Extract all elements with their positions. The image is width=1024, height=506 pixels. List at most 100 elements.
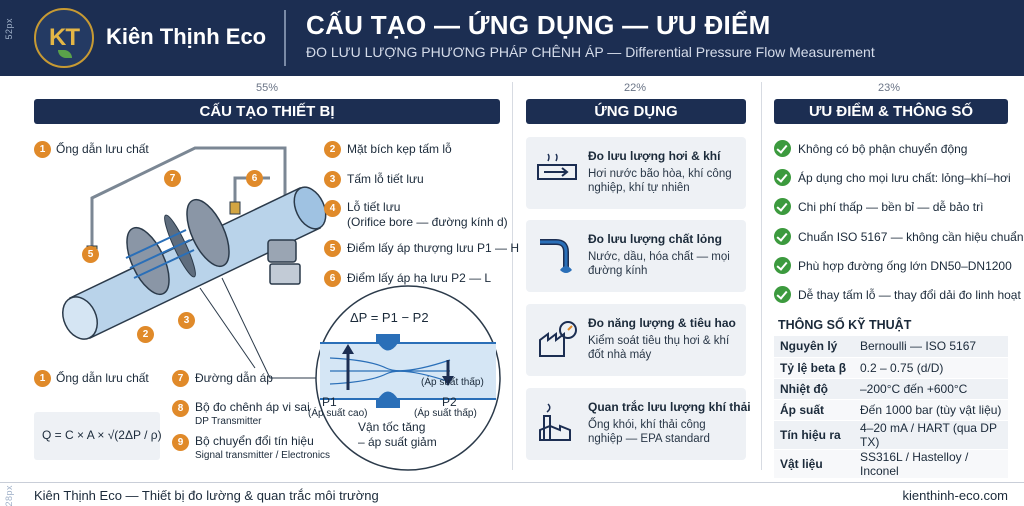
brand-name: Kiên Thịnh Eco xyxy=(106,24,267,49)
callout-number: 1 xyxy=(34,141,51,158)
leader-lines xyxy=(199,277,330,379)
footer-bar: 28px Kiên Thịnh Eco — Thiết bị đo lường … xyxy=(0,482,1024,506)
callout-number: 2 xyxy=(324,141,341,158)
dp-transmitter xyxy=(267,239,297,263)
callout-label: Mặt bích kẹp tấm lỗ xyxy=(347,142,452,156)
callout-label: Ống dẫn lưu chất xyxy=(56,142,149,156)
spec-key: Tín hiệu ra xyxy=(774,420,854,450)
advantage-item: Dễ thay tấm lỗ — thay đổi dải đo linh ho… xyxy=(798,288,1021,302)
header-size-tag: 52px xyxy=(4,18,14,40)
check-icon xyxy=(774,198,791,215)
application-card: Đo năng lượng & tiêu hao Kiểm soát tiêu … xyxy=(526,304,746,376)
marker-5: 5 xyxy=(82,246,99,263)
advantage-item: Phù hợp đường ống lớn DN50–DN1200 xyxy=(798,259,1012,273)
marker-7: 7 xyxy=(164,170,181,187)
orifice-plate xyxy=(164,214,196,278)
application-card: Quan trắc lưu lượng khí thải Ống khói, k… xyxy=(526,388,751,460)
impulse-line-high xyxy=(90,146,287,253)
callout-label: Lỗ tiết lưu xyxy=(347,200,401,214)
page-title: CẤU TẠO — ỨNG DỤNG — ƯU ĐIỂM xyxy=(306,10,771,40)
p1-label: P1 xyxy=(322,395,337,409)
flange-upstream xyxy=(126,226,170,296)
footer-website-link[interactable]: kienthinh-eco.com xyxy=(902,488,1009,503)
p2-note: (Áp suất thấp) xyxy=(414,408,477,419)
detail-streamlines xyxy=(329,357,451,385)
check-icon xyxy=(774,228,791,245)
spec-key: Nhiệt độ xyxy=(774,378,854,400)
spec-key: Áp suất xyxy=(774,399,854,421)
pipe-outlet xyxy=(293,186,327,230)
callout-label: Ống dẫn lưu chất xyxy=(56,371,149,385)
spec-value: –200°C đến +600°C xyxy=(854,378,1008,400)
check-icon xyxy=(774,257,791,274)
advantage-item: Không có bộ phận chuyển động xyxy=(798,142,968,156)
advantage-item: Áp dụng cho mọi lưu chất: lỏng–khí–hơi xyxy=(798,171,1011,185)
logo: KT xyxy=(34,8,94,68)
spec-value: SS316L / Hastelloy / Inconel xyxy=(854,449,1008,479)
callout-label: Điểm lấy áp hạ lưu P2 — L xyxy=(347,271,492,285)
detail-plate-bottom xyxy=(378,391,398,399)
marker-6: 6 xyxy=(246,170,263,187)
column-divider xyxy=(761,82,762,470)
application-title: Đo lưu lượng hơi & khí xyxy=(588,149,721,163)
spec-key: Nguyên lý xyxy=(774,336,854,358)
spec-value: 4–20 mA / HART (qua DP TX) xyxy=(854,420,1008,450)
spec-key: Tỷ lệ beta β xyxy=(774,357,854,379)
application-card: Đo lưu lượng chất lỏng Nước, dầu, hóa ch… xyxy=(526,220,746,292)
stack-emission-icon xyxy=(539,403,571,441)
orifice-flowmeter-diagram xyxy=(62,146,501,471)
footer-tagline: Kiên Thịnh Eco — Thiết bị đo lường & qua… xyxy=(34,488,379,503)
application-desc: Nước, dầu, hóa chất — mọi đường kính xyxy=(588,251,730,277)
pipe-inlet xyxy=(62,296,98,340)
callout-number: 6 xyxy=(324,270,341,287)
application-title: Quan trắc lưu lượng khí thải xyxy=(588,400,751,414)
check-icon xyxy=(774,286,791,303)
tap-downstream xyxy=(229,201,241,215)
callout-label: Bộ chuyển đổi tín hiệu xyxy=(195,434,314,448)
callout-label: Bộ đo chênh áp vi sai xyxy=(195,400,310,414)
advantages-heading: ƯU ĐIỂM & THÔNG SỐ xyxy=(774,99,1008,124)
column-divider xyxy=(512,82,513,470)
callout-number: 8 xyxy=(172,400,189,417)
callout-label: Điểm lấy áp thượng lưu P1 — H xyxy=(347,241,520,255)
header-bar: 52px KT Kiên Thịnh Eco CẤU TẠO — ỨNG DỤN… xyxy=(0,0,1024,76)
leaf-icon xyxy=(58,50,72,58)
callout-number: 3 xyxy=(324,171,341,188)
application-desc: Ống khói, khí thải công nghiệp — EPA sta… xyxy=(588,419,710,445)
callout-number: 7 xyxy=(172,370,189,387)
advantage-item: Chi phí thấp — bền bỉ — dễ bảo trì xyxy=(798,200,984,214)
callout-sublabel: DP Transmitter xyxy=(195,416,262,427)
p1-note: (Áp suất cao) xyxy=(308,408,368,419)
callout-number: 9 xyxy=(172,434,189,451)
application-desc: Hơi nước bão hòa, khí công nghiệp, khí t… xyxy=(588,168,732,194)
steam-gas-flow-icon xyxy=(537,153,577,180)
spec-key: Vật liệu xyxy=(774,449,854,479)
spec-value: Đến 1000 bar (tùy vật liệu) xyxy=(854,399,1008,421)
spec-title: THÔNG SỐ KỸ THUẬT xyxy=(778,318,912,332)
application-card: Đo lưu lượng hơi & khí Hơi nước bão hòa,… xyxy=(526,137,746,209)
applications-heading: ỨNG DỤNG xyxy=(526,99,746,124)
callout-sublabel: Signal transmitter / Electronics xyxy=(195,450,331,461)
structure-heading: CẤU TẠO THIẾT BỊ xyxy=(34,99,500,124)
check-icon xyxy=(774,169,791,186)
header-divider xyxy=(284,10,286,66)
logo-monogram: KT xyxy=(49,24,80,51)
check-icon xyxy=(774,140,791,157)
right-column-percent: 23% xyxy=(878,82,901,94)
spec-value: 0.2 – 0.75 (d/D) xyxy=(854,357,1008,379)
callout-number: 4 xyxy=(324,200,341,217)
detail-caption-2: – áp suất giảm xyxy=(358,435,437,449)
flange-downstream xyxy=(186,198,230,268)
marker-2: 2 xyxy=(137,326,154,343)
callout-label: Đường dẫn áp xyxy=(195,371,273,385)
callout-number: 1 xyxy=(34,370,51,387)
detail-plate-top xyxy=(378,343,398,351)
advantage-item: Chuẩn ISO 5167 — không cần hiệu chuẩn xyxy=(798,230,1024,244)
dp-equation: ΔP = P1 − P2 xyxy=(350,310,429,325)
callout-number: 5 xyxy=(324,240,341,257)
